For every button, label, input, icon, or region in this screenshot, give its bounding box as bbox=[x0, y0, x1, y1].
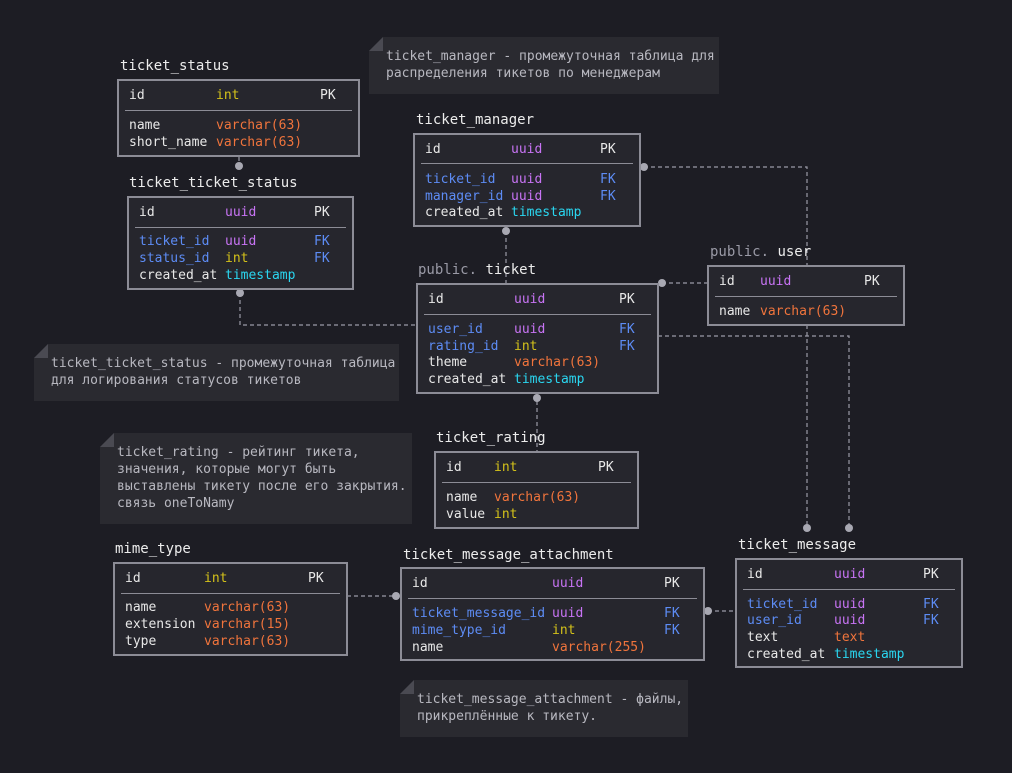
separator bbox=[121, 593, 340, 594]
link-dot bbox=[845, 524, 853, 532]
separator bbox=[421, 163, 633, 164]
note-line: связь oneToNamy bbox=[117, 496, 235, 511]
table-title-ticket: public. ticket bbox=[418, 262, 537, 278]
note-line: ticket_ticket_status - промежуточная таб… bbox=[51, 356, 396, 371]
note-ticket-manager: ticket_manager - промежуточная таблица д… bbox=[369, 37, 719, 94]
separator bbox=[125, 110, 352, 111]
separator bbox=[442, 482, 631, 483]
table-title-mime-type: mime_type bbox=[115, 541, 191, 557]
note-ticket-message-attachment: ticket_message_attachment - файлы, прикр… bbox=[400, 680, 688, 737]
table-title-ticket-message: ticket_message bbox=[738, 537, 857, 553]
table-title-ticket-rating: ticket_rating bbox=[436, 430, 546, 446]
separator bbox=[743, 589, 955, 590]
link-dot bbox=[533, 394, 541, 402]
note-line: прикреплённые к тикету. bbox=[417, 709, 598, 724]
note-line: ticket_message_attachment - файлы, bbox=[417, 692, 684, 707]
link-dot bbox=[640, 163, 648, 171]
note-line: ticket_manager - промежуточная таблица д… bbox=[386, 49, 715, 64]
table-title-ticket-manager: ticket_manager bbox=[416, 112, 535, 128]
separator bbox=[135, 227, 346, 228]
note-ticket-rating: ticket_rating - рейтинг тикета, значения… bbox=[100, 433, 412, 524]
table-title-ticket-message-attachment: ticket_message_attachment bbox=[403, 547, 614, 563]
note-ticket-ticket-status: ticket_ticket_status - промежуточная таб… bbox=[34, 344, 399, 401]
table-title-ticket-ticket-status: ticket_ticket_status bbox=[129, 175, 298, 191]
link-dot bbox=[803, 524, 811, 532]
link-manager-user bbox=[644, 166, 808, 265]
link-dot bbox=[392, 592, 400, 600]
table-title-ticket-status: ticket_status bbox=[120, 58, 230, 74]
table-title-user: public. user bbox=[710, 244, 812, 260]
separator bbox=[715, 296, 897, 297]
link-ticket-message bbox=[658, 335, 850, 528]
link-tts-ticket bbox=[239, 293, 416, 326]
note-line: распределения тикетов по менеджерам bbox=[386, 66, 660, 81]
note-line: значения, которые могут быть bbox=[117, 462, 337, 477]
link-dot bbox=[658, 279, 666, 287]
note-line: для логирования статусов тикетов bbox=[51, 373, 302, 388]
link-dot bbox=[236, 289, 244, 297]
link-dot bbox=[235, 162, 243, 170]
separator bbox=[408, 598, 697, 599]
note-line: выставлены тикету после его закрытия. bbox=[117, 479, 407, 494]
separator bbox=[424, 314, 651, 315]
note-line: ticket_rating - рейтинг тикета, bbox=[117, 445, 360, 460]
link-dot bbox=[704, 607, 712, 615]
link-dot bbox=[502, 227, 510, 235]
